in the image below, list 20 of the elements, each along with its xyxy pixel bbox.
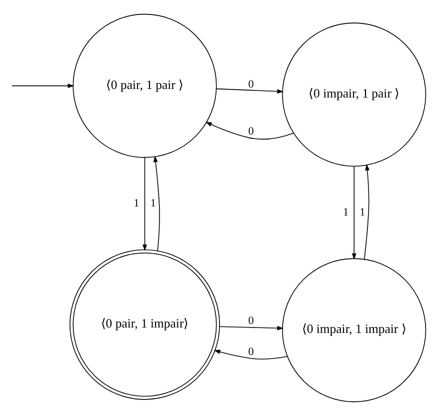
arrow bbox=[153, 156, 160, 252]
arrow bbox=[142, 157, 147, 251]
arrow bbox=[216, 88, 284, 94]
arrow bbox=[219, 326, 284, 330]
arrow bbox=[12, 84, 74, 88]
edge-label: 1 bbox=[150, 198, 156, 210]
arrow bbox=[214, 350, 288, 360]
edge-label: 1 bbox=[360, 206, 366, 218]
node-circle: ⟨0 impair, 1 pair ⟩ bbox=[282, 22, 426, 167]
arrow bbox=[205, 122, 294, 140]
arrow bbox=[352, 166, 356, 260]
edge-label: 1 bbox=[134, 198, 140, 210]
edge-label: 0 bbox=[248, 78, 254, 91]
arrow bbox=[364, 164, 370, 260]
node-circle: ⟨0 pair, 1 pair ⟩ bbox=[72, 14, 217, 158]
edge-label: 0 bbox=[248, 346, 254, 358]
node-circle: ⟨0 impair, 1 impair ⟩ bbox=[282, 258, 426, 402]
edge-label: 1 bbox=[342, 206, 349, 218]
edge-label: 0 bbox=[248, 314, 254, 327]
edge-label: 0 bbox=[248, 126, 254, 138]
